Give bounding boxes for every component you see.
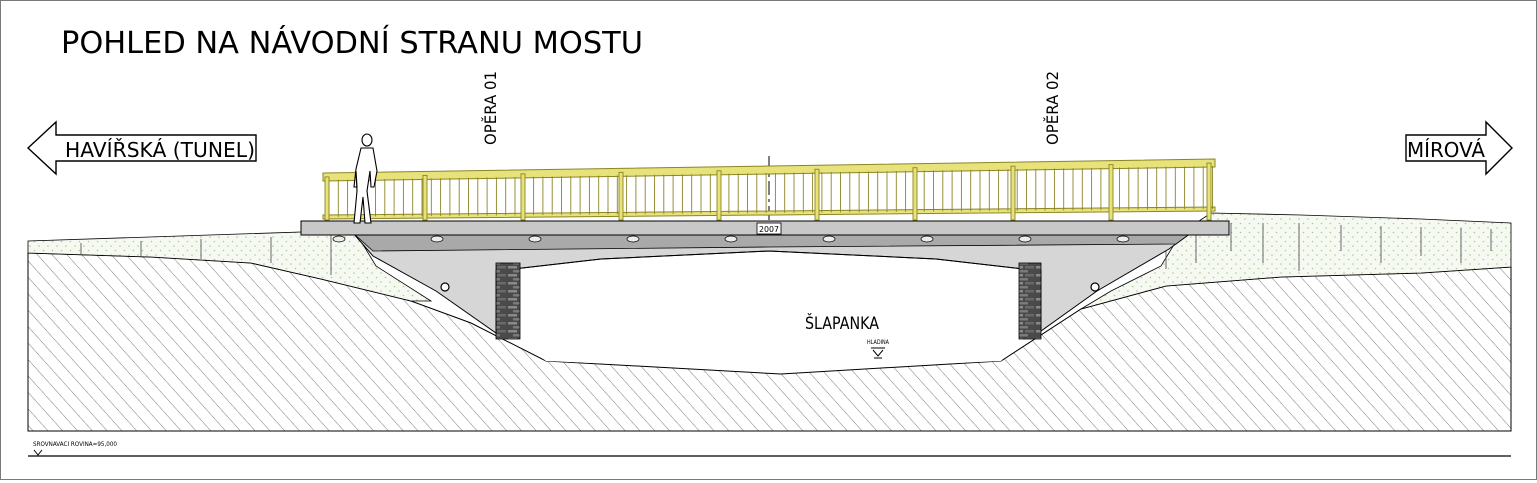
masonry-left bbox=[495, 262, 521, 340]
railing-balusters bbox=[328, 166, 1213, 217]
stream-label: ŠLAPANKA bbox=[805, 312, 879, 334]
drain-outlet bbox=[1018, 235, 1032, 243]
arch-soffit bbox=[495, 250, 1042, 272]
right-arrow-icon bbox=[1405, 120, 1513, 176]
railing-post bbox=[912, 167, 918, 221]
drain-outlet bbox=[430, 235, 444, 243]
abutment-2-label: OPĚRA 02 bbox=[1043, 71, 1062, 145]
bridge-opening bbox=[521, 251, 1019, 371]
railing-post bbox=[324, 176, 330, 221]
railing-post bbox=[1010, 165, 1016, 221]
railing-post bbox=[1108, 164, 1114, 221]
plaque bbox=[756, 222, 782, 235]
railing-post bbox=[618, 171, 624, 221]
railing-post bbox=[520, 173, 526, 221]
railing-post bbox=[814, 168, 820, 221]
drawing-title: POHLED NA NÁVODNÍ STRANU MOSTU bbox=[61, 25, 643, 61]
left-arrow-icon bbox=[26, 120, 257, 176]
bridge-railing bbox=[322, 158, 1216, 221]
anchor-left-icon bbox=[440, 282, 450, 292]
edge-beam-marks bbox=[332, 235, 1130, 243]
railing-post bbox=[422, 174, 428, 221]
plaque-label: 2007 bbox=[759, 225, 779, 234]
railing-post bbox=[716, 170, 722, 221]
masonry-right bbox=[1018, 262, 1042, 340]
water-level-icon bbox=[871, 347, 885, 359]
drain-outlet bbox=[332, 235, 346, 243]
right-direction-label: MÍROVÁ bbox=[1407, 138, 1485, 162]
reference-level-label: SROVNAVACI ROVINA=95,000 bbox=[33, 441, 117, 448]
railing-post bbox=[1206, 162, 1212, 221]
drain-outlet bbox=[822, 235, 836, 243]
water-level-label: HLADINA bbox=[867, 339, 890, 346]
railing-posts bbox=[324, 162, 1212, 221]
left-direction-label: HAVÍŘSKÁ (TUNEL) bbox=[65, 138, 255, 162]
drain-outlet bbox=[528, 235, 542, 243]
reference-marker-icon bbox=[33, 449, 43, 456]
embankment-ticks bbox=[80, 223, 1492, 275]
drain-outlet bbox=[1116, 235, 1130, 243]
embankment-right bbox=[1080, 212, 1512, 310]
anchor-right-icon bbox=[1090, 282, 1100, 292]
pedestrian-figure-icon bbox=[353, 133, 378, 224]
drain-outlet bbox=[920, 235, 934, 243]
drain-outlet bbox=[626, 235, 640, 243]
abutment-1-label: OPĚRA 01 bbox=[481, 71, 500, 145]
drain-outlet bbox=[724, 235, 738, 243]
